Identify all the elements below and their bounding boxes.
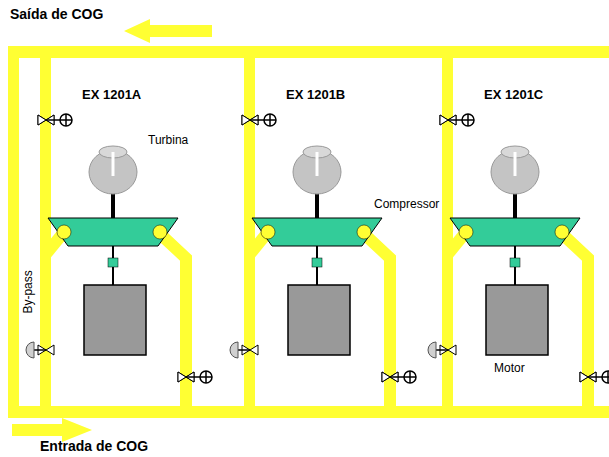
part-name: By-pass [22,270,36,313]
unit-tag: EX 1201B [286,88,345,103]
part-name: Compressor [374,198,439,212]
inlet-label: Entrada de COG [40,438,148,454]
unit-tag: EX 1201C [484,88,543,103]
part-name: Turbina [148,134,188,148]
unit-tag: EX 1201A [82,88,141,103]
outlet-label: Saída de COG [10,6,103,22]
part-name: Motor [494,362,525,376]
